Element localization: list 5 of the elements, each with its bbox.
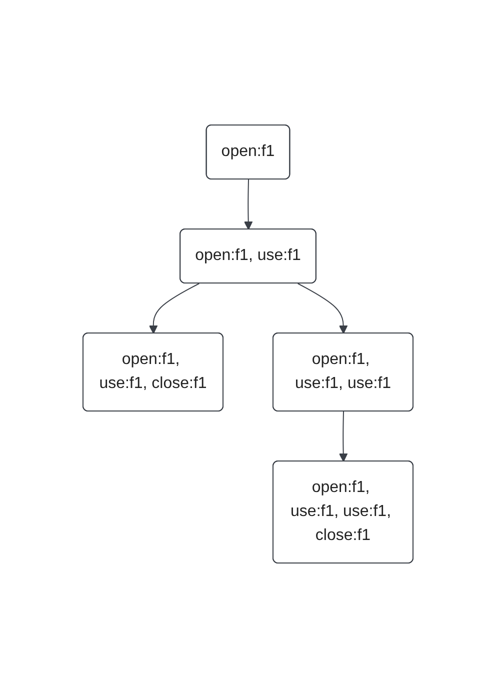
arrow	[148, 283, 200, 334]
arrow	[243, 179, 252, 230]
arrow	[296, 283, 348, 334]
node-text: open:f1, use:f1, use:f1, close:f1	[290, 479, 391, 544]
arrow	[338, 411, 348, 462]
